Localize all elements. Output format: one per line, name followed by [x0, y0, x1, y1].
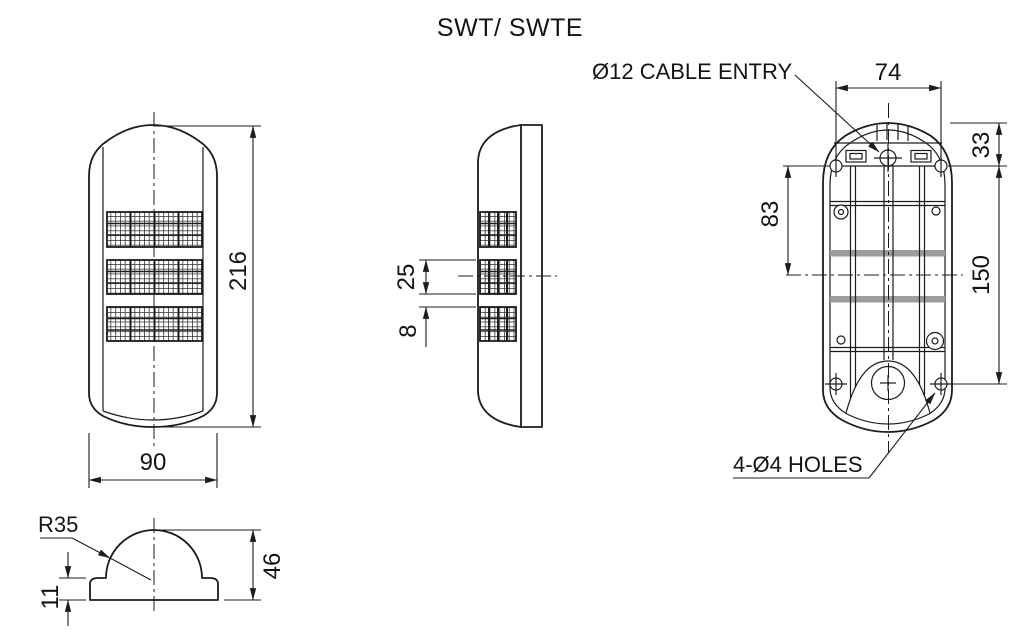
back-bottom-mount — [845, 360, 931, 414]
dimension-top-to-hole: 33 — [948, 122, 1007, 167]
profile-outline — [89, 529, 219, 601]
dimension-hole-spacing-height: 150 — [948, 165, 1007, 385]
dome-radius-leader — [71, 537, 111, 559]
back-top-notch — [876, 124, 909, 141]
dim-front-height-text: 216 — [225, 251, 252, 291]
back-outer-outline — [822, 122, 953, 433]
side-reflector-panels — [479, 211, 517, 342]
dimension-reflector-gap: 8 — [395, 306, 476, 347]
back-bosses — [833, 204, 945, 351]
dim-overall-height-text: 46 — [259, 553, 286, 580]
profile-view: R35 46 11 — [37, 512, 286, 626]
front-outline — [88, 124, 218, 428]
mounting-holes-label: 4-Ø4 HOLES — [733, 452, 863, 477]
dim-reflector-gap-text: 8 — [395, 324, 422, 337]
cable-entry-leader — [794, 74, 880, 153]
dimension-base-height: 11 — [37, 552, 86, 626]
front-view: 216 90 — [88, 112, 261, 488]
dimension-front-width: 90 — [88, 433, 218, 488]
dimension-hole-spacing-width: 74 — [835, 59, 942, 158]
callout-cable-entry: Ø12 CABLE ENTRY — [592, 59, 880, 153]
dome-radius-label: R35 — [38, 512, 78, 537]
back-clips — [845, 149, 932, 163]
dim-hole-spacing-width-text: 74 — [875, 59, 902, 86]
drawing-title: SWT/ SWTE — [437, 14, 583, 42]
dim-top-to-hole-text: 33 — [968, 132, 995, 159]
dim-base-height-text: 11 — [37, 585, 64, 610]
dimension-overall-height: 46 — [160, 529, 286, 601]
dim-hole-spacing-height-text: 150 — [968, 255, 995, 295]
callout-dome-radius: R35 — [38, 512, 152, 581]
front-dome-edge-bottom — [102, 410, 204, 421]
callout-mounting-holes: 4-Ø4 HOLES — [733, 392, 936, 479]
dim-reflector-height-text: 25 — [393, 264, 420, 291]
dim-front-width-text: 90 — [140, 449, 167, 476]
dimension-front-height: 216 — [155, 125, 261, 428]
side-view: 25 8 — [393, 124, 557, 428]
back-ribs — [830, 166, 945, 408]
mounting-holes-leader — [868, 392, 936, 479]
dimension-reflector-height: 25 — [393, 259, 476, 295]
dimension-hole-to-center: 83 — [757, 165, 830, 276]
back-inner-outline — [829, 129, 946, 425]
cable-entry-label: Ø12 CABLE ENTRY — [592, 59, 792, 84]
dim-hole-to-center-text: 83 — [757, 201, 784, 228]
back-view: 74 33 150 83 Ø12 CABLE ENTRY 4-Ø4 HOLES — [592, 59, 1007, 479]
